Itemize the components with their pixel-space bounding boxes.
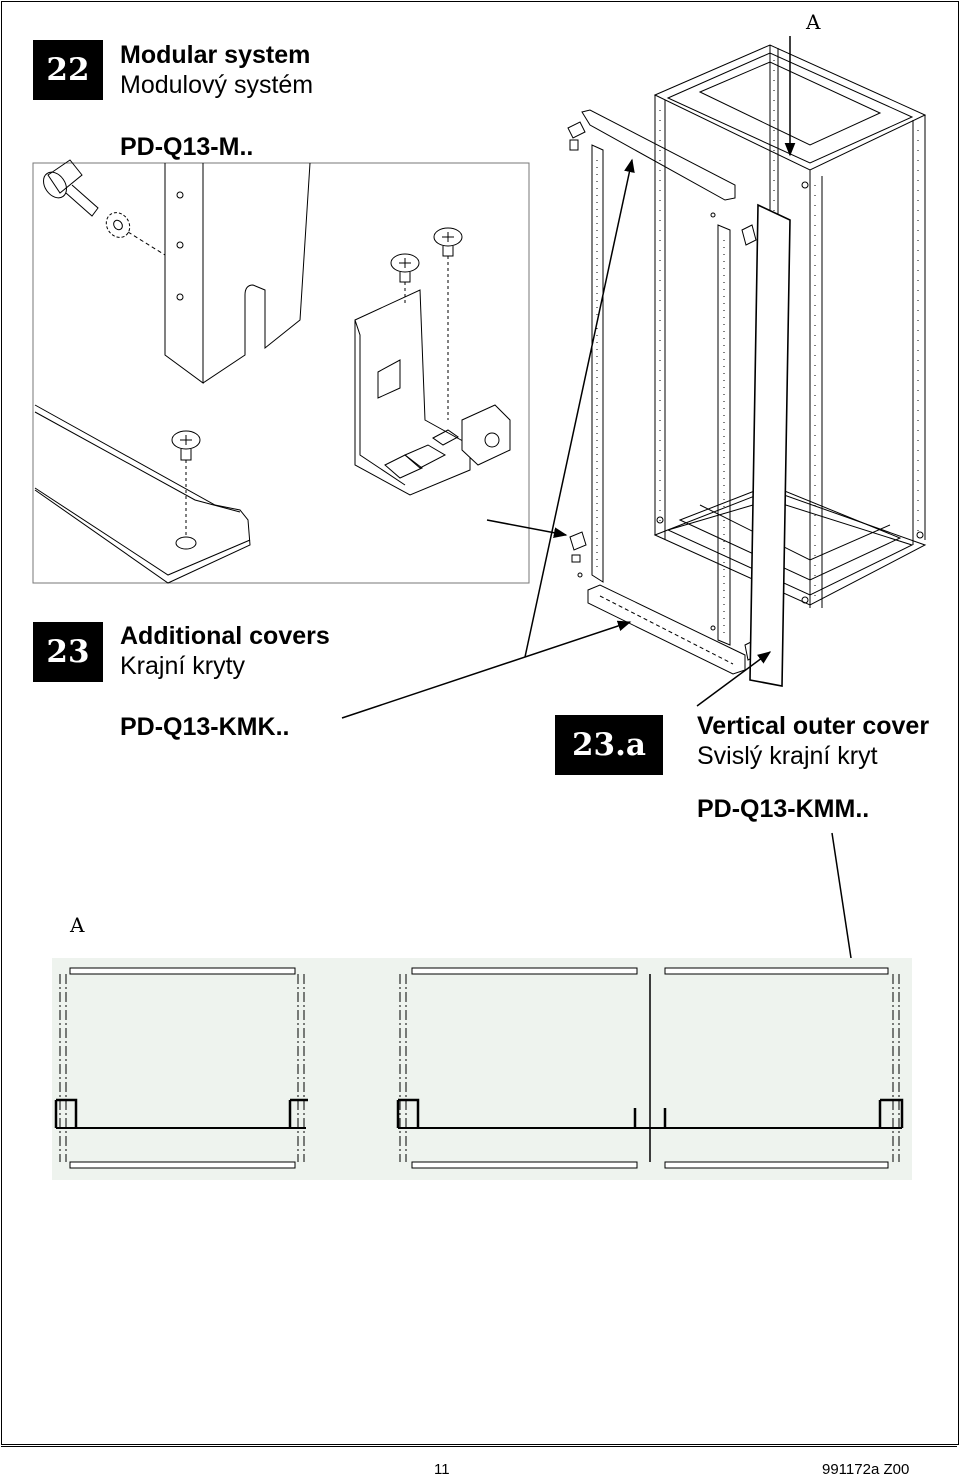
rack-cabinet-drawing: [567, 44, 927, 687]
view-label-top: A: [806, 10, 821, 34]
section-view-drawing: [52, 958, 912, 1180]
screw-icon: [433, 227, 463, 420]
outer-cover-arrow: [696, 651, 772, 707]
bolt-icon: [43, 159, 166, 256]
step-23-number: 23: [46, 634, 90, 670]
step-22-title-en: Modular system: [120, 41, 311, 69]
step-23-code: PD-Q13-KMK..: [120, 713, 290, 741]
step-22-title-cz: Modulový systém: [120, 71, 314, 99]
step-23a-title-cz: Svislý krajní kryt: [697, 742, 878, 770]
step-22-badge: 22: [33, 40, 103, 100]
page-frame: [1, 1, 959, 1445]
step-23-title: Additional covers Krajní kryty: [120, 621, 330, 681]
step-23-title-cz: Krajní kryty: [120, 652, 246, 680]
document-code: 991172a Z00: [822, 1461, 910, 1478]
page-number: 11: [434, 1461, 450, 1478]
footer-rule: [1, 1446, 957, 1447]
step-23-title-en: Additional covers: [120, 622, 330, 650]
step-22-number: 22: [46, 52, 90, 88]
step-23a-title: Vertical outer cover Svislý krajní kryt: [697, 711, 929, 771]
bracket-arrow: [486, 519, 568, 539]
step-23a-number: 23.a: [571, 727, 647, 763]
detail-frame: [32, 162, 530, 584]
step-23-badge: 23: [33, 622, 103, 682]
screw-icon: [390, 253, 420, 305]
view-label-section: A: [70, 913, 85, 937]
leader-lines: [341, 36, 874, 1085]
section-background: [52, 958, 912, 1180]
step-23a-title-en: Vertical outer cover: [697, 712, 930, 740]
step-22-title: Modular system Modulový systém: [120, 40, 313, 100]
bottom-cover-arrow: [341, 620, 632, 719]
top-cover-arrow: [524, 158, 635, 658]
cable-bracket: [354, 289, 511, 496]
mounting-detail-drawing: [32, 159, 530, 584]
screw-icon: [171, 430, 201, 535]
step-22-code: PD-Q13-M..: [120, 133, 254, 161]
step-23a-code: PD-Q13-KMM..: [697, 795, 870, 823]
step-23a-badge: 23.a: [555, 715, 663, 775]
